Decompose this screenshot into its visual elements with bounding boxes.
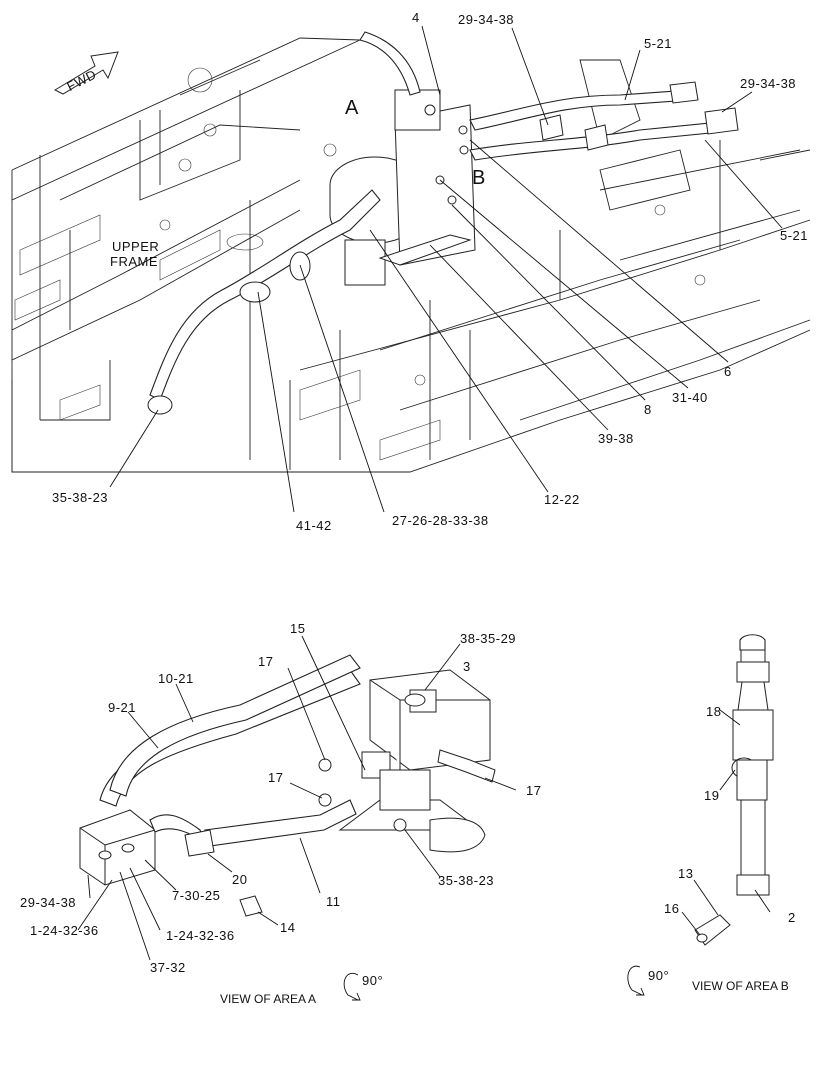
- callout-31-40: 31-40: [672, 390, 708, 405]
- upper-frame-label-line2: FRAME: [110, 254, 158, 269]
- callout-38-35-29: 38-35-29: [460, 631, 516, 646]
- callout-2: 2: [788, 910, 796, 925]
- callout-29-34-38-a: 29-34-38: [458, 12, 514, 27]
- callout-4: 4: [412, 10, 420, 25]
- callout-19: 19: [704, 788, 719, 803]
- callout-1-24-32-36-b: 1-24-32-36: [166, 928, 235, 943]
- view-a-rotation: 90°: [362, 973, 383, 988]
- area-b-letter: B: [472, 167, 485, 189]
- callout-12-22: 12-22: [544, 492, 580, 507]
- callout-14: 14: [280, 920, 295, 935]
- view-b-rotation: 90°: [648, 968, 669, 983]
- callout-16: 16: [664, 901, 679, 916]
- callout-39-38: 39-38: [598, 431, 634, 446]
- callout-17-c: 17: [526, 783, 541, 798]
- top-assembly-view: FWD: [11, 10, 811, 533]
- top-leader-lines: [109, 25, 783, 513]
- fwd-label: FWD: [64, 67, 99, 94]
- view-a-title: VIEW OF AREA A: [220, 992, 316, 1006]
- callout-35-38-23: 35-38-23: [52, 490, 108, 505]
- top-hoses: [147, 31, 739, 415]
- callout-3: 3: [463, 659, 471, 674]
- callout-1-24-32-36-a: 1-24-32-36: [30, 923, 99, 938]
- area-a-letter: A: [345, 97, 359, 119]
- swivel-assembly: [329, 89, 476, 286]
- callout-9-21: 9-21: [108, 700, 136, 715]
- callout-11: 11: [326, 894, 341, 909]
- callout-5-21-a: 5-21: [644, 36, 672, 51]
- view-b-title: VIEW OF AREA B: [692, 979, 789, 993]
- fwd-arrow-icon: FWD: [53, 51, 119, 95]
- rotation-arrow-b-icon: [627, 965, 645, 996]
- upper-frame-structure: [11, 37, 811, 473]
- callout-15: 15: [290, 621, 305, 636]
- callout-10-21: 10-21: [158, 671, 194, 686]
- callout-5-21-b: 5-21: [780, 228, 808, 243]
- callout-13: 13: [678, 866, 693, 881]
- callout-6: 6: [724, 364, 732, 379]
- callout-17-a: 17: [258, 654, 273, 669]
- callout-8: 8: [644, 402, 652, 417]
- callout-29-34-38-c: 29-34-38: [20, 895, 76, 910]
- callout-18: 18: [706, 704, 721, 719]
- callout-41-42: 41-42: [296, 518, 332, 533]
- callout-20: 20: [232, 872, 247, 887]
- callout-37-32: 37-32: [150, 960, 186, 975]
- view-area-a: 15 38-35-29 3 17 10-21 9-21 17 17 20 11 …: [20, 621, 541, 1006]
- callout-7-30-25: 7-30-25: [172, 888, 220, 903]
- callout-17-b: 17: [268, 770, 283, 785]
- callout-27-26-28-33-38: 27-26-28-33-38: [392, 513, 489, 528]
- callout-35-38-23-b: 35-38-23: [438, 873, 494, 888]
- view-area-b: 18 19 13 16 2 90° VIEW OF AREA B: [627, 634, 796, 996]
- callout-29-34-38-b: 29-34-38: [740, 76, 796, 91]
- upper-frame-label-line1: UPPER: [112, 239, 159, 254]
- rotation-arrow-a-icon: [343, 972, 361, 1001]
